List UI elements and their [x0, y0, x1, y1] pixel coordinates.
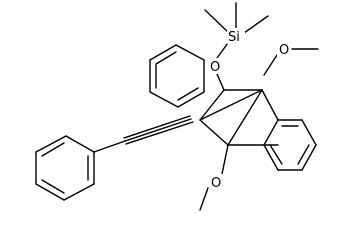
si-oxygen-bond	[216, 42, 229, 59]
atom-labels: Si O O O	[209, 28, 291, 191]
ring-bond	[263, 119, 279, 146]
bridge-bond-cross	[227, 89, 263, 146]
ring-bond	[65, 135, 95, 153]
ring-double-bond	[177, 87, 199, 101]
upper-methoxy-group	[263, 48, 319, 76]
alkyne-bond-outer	[125, 121, 194, 145]
label-mask	[209, 58, 221, 74]
ring-bond	[35, 183, 65, 201]
ring-double-bond	[297, 144, 310, 165]
alkyne-bond-center	[124, 118, 192, 142]
upper-methoxy-oxygen-label: O	[279, 43, 289, 58]
ring-bond	[301, 119, 317, 146]
ring-bond	[263, 144, 279, 171]
ring-bond	[35, 135, 67, 153]
label-mask	[209, 174, 223, 190]
lower-benzene-ring	[263, 119, 317, 171]
si-methyl-bond-left	[204, 9, 230, 34]
ring-bond	[149, 44, 177, 61]
ring-bond	[175, 44, 205, 61]
ring-double-bond	[269, 144, 283, 165]
alkyne-to-phenyl-bond	[93, 140, 126, 153]
alkyne-bond-inner	[123, 115, 191, 139]
chemical-structure: Si O O O	[35, 2, 319, 211]
silyloxy-o-c-bond	[216, 73, 225, 91]
upper-methoxy-o-c-bond	[263, 54, 278, 76]
ring-double-bond	[155, 51, 177, 65]
upper-benzene-ring	[149, 44, 205, 108]
bridge-bond-diagonal	[199, 89, 263, 121]
lower-methoxy-oxygen-label: O	[211, 176, 221, 191]
lower-methoxy-c-o-bond	[221, 144, 229, 175]
bridge-bond-left-upper	[199, 89, 225, 121]
silicon-label: Si	[228, 30, 240, 45]
ring-bond	[301, 144, 317, 171]
label-mask	[227, 28, 245, 44]
si-methyl-bond-right	[243, 15, 269, 34]
ring-bond	[177, 91, 205, 108]
bridge-bond-left-lower	[199, 119, 229, 146]
lower-methoxy-group	[199, 144, 229, 211]
ring-double-bond	[41, 142, 65, 157]
alkyne-linker	[93, 115, 194, 153]
terminal-phenyl-ring	[35, 135, 95, 201]
bicyclic-core	[199, 73, 279, 146]
label-mask	[277, 41, 291, 57]
silyl-oxygen-label: O	[210, 60, 220, 75]
bridge-bond-right-upper	[261, 89, 279, 121]
ring-bond	[149, 91, 179, 108]
trimethylsilyl-group	[204, 2, 269, 59]
ring-double-bond	[41, 179, 65, 194]
lower-methoxy-o-methyl-bond	[199, 187, 209, 211]
ring-bond	[63, 183, 95, 201]
